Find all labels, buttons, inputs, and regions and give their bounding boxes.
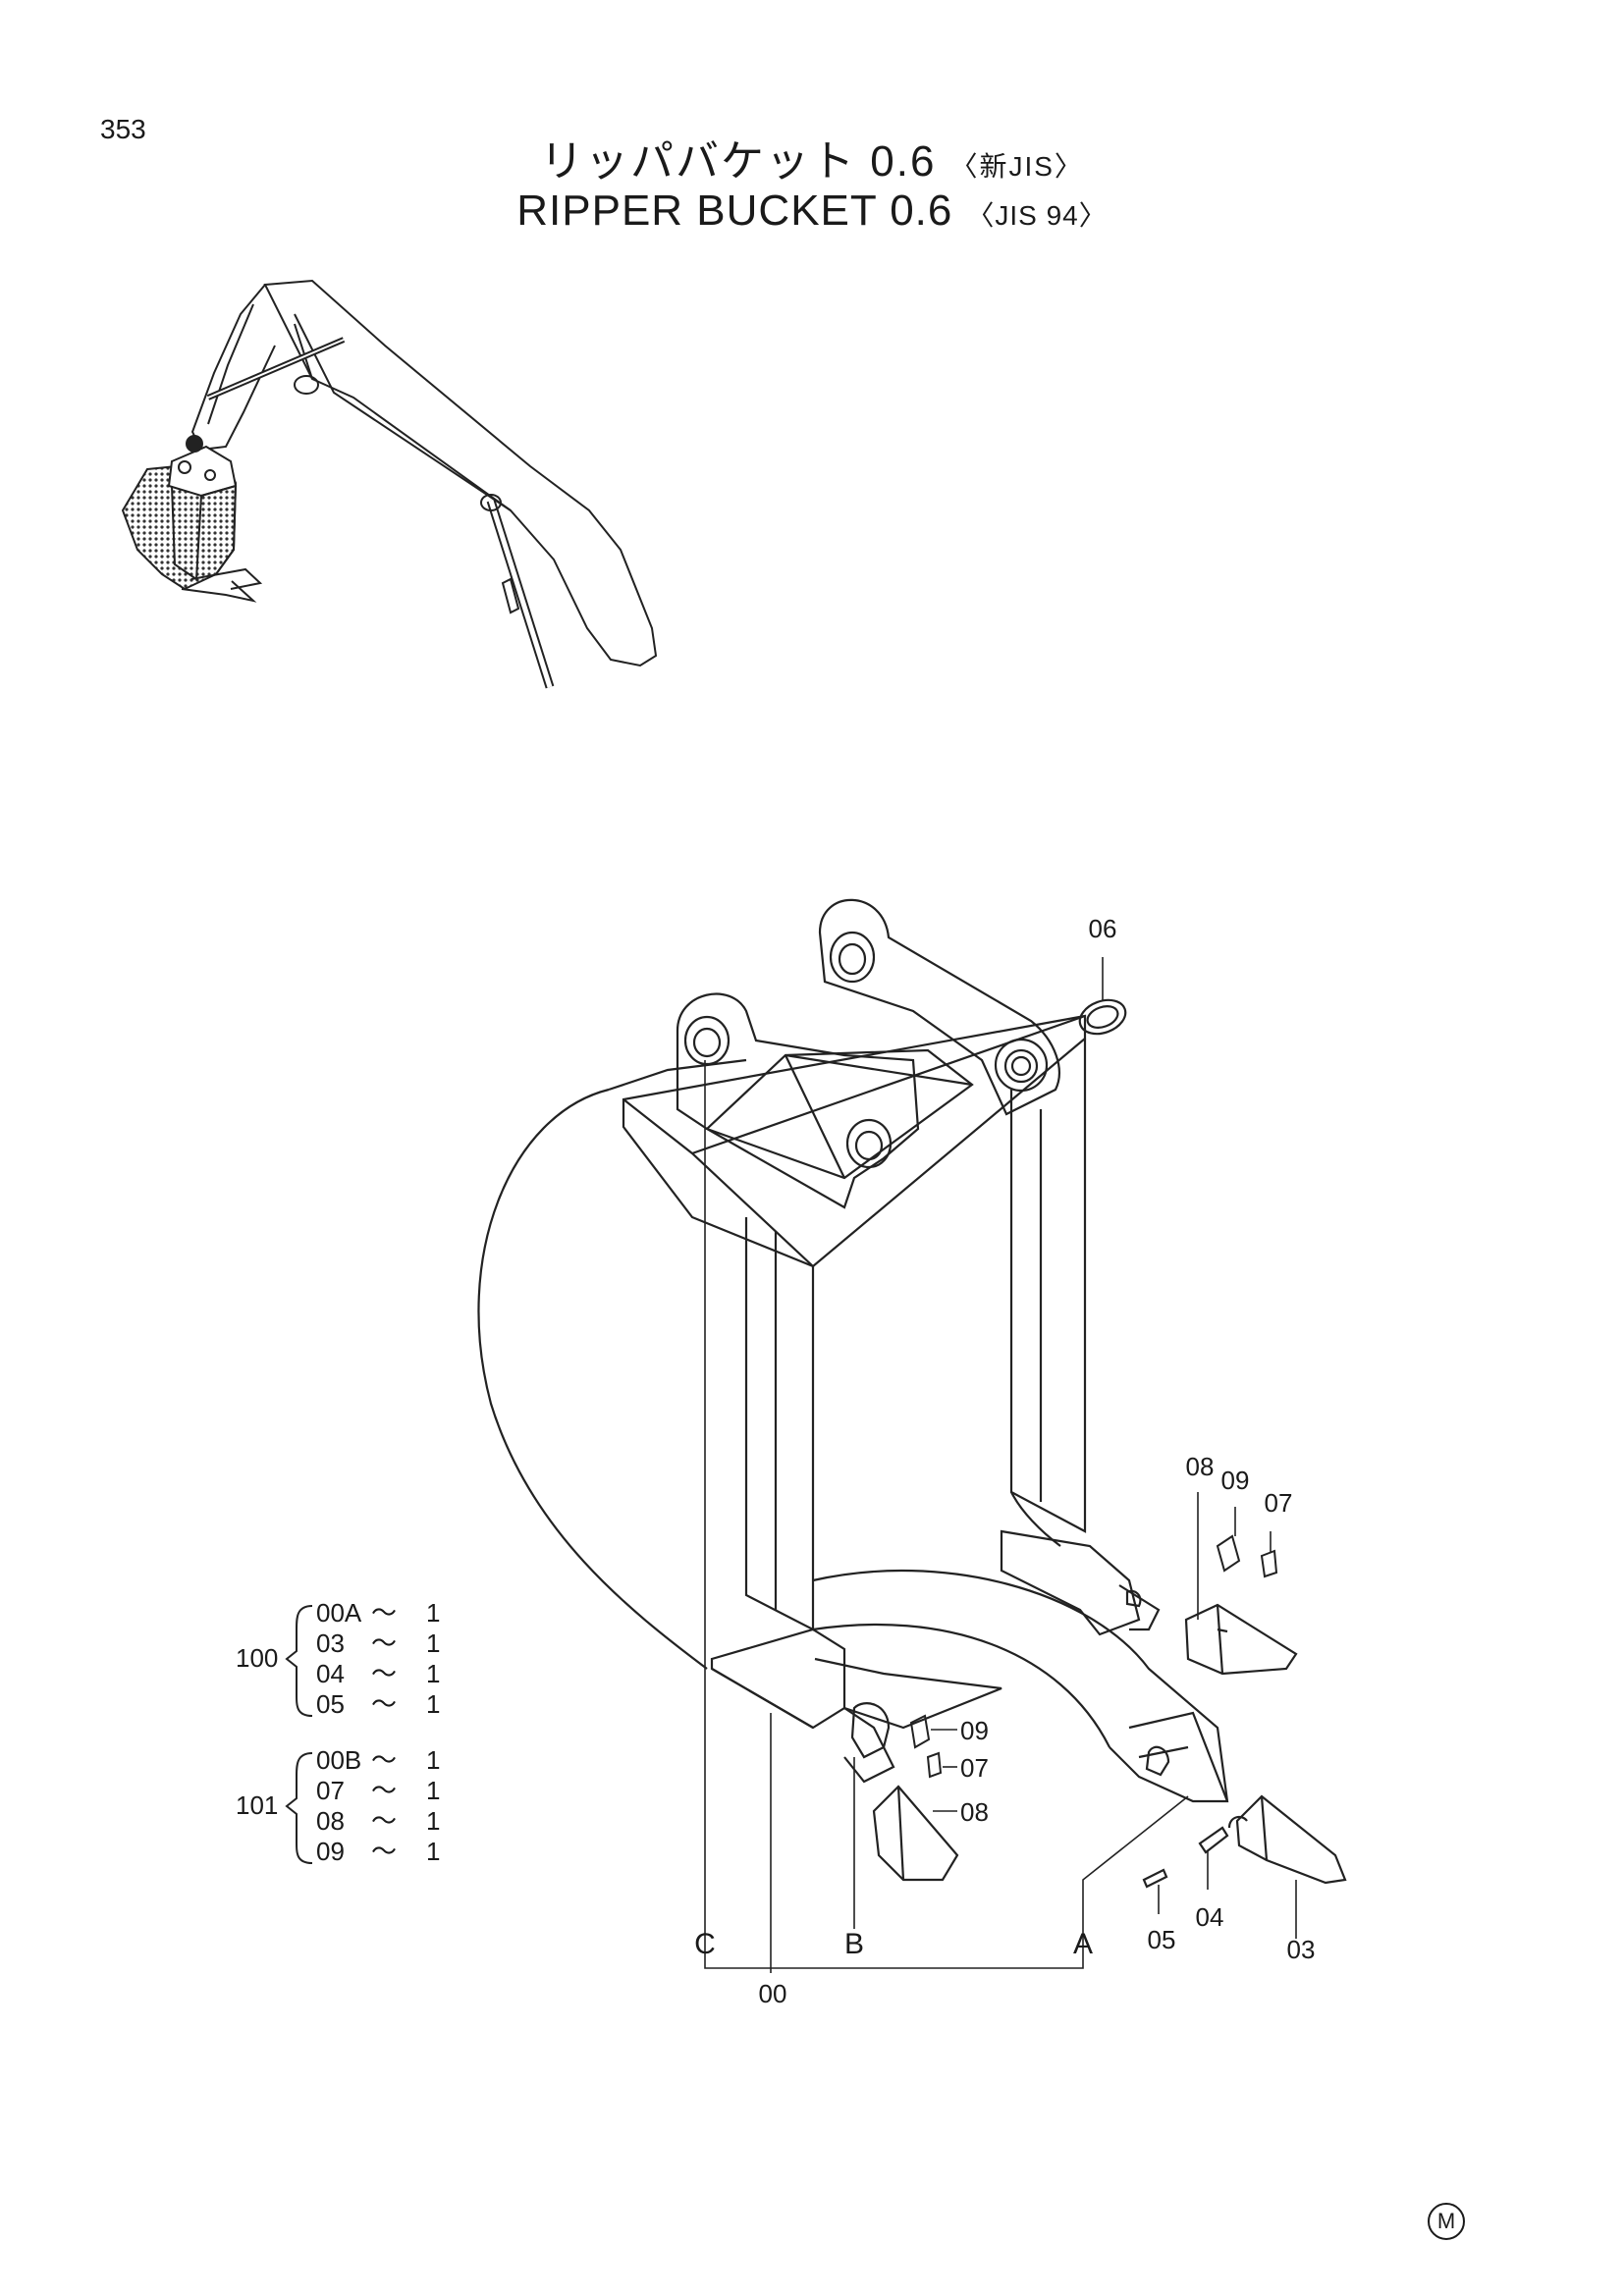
kit-part: 08 [316,1806,345,1836]
kit-part: 04 [316,1659,345,1688]
kit-part: 09 [316,1837,345,1866]
callout-09-middle: 09 [960,1716,989,1745]
kit-separator: ～ [371,1837,397,1866]
kit-separator: ～ [371,1598,397,1628]
kit-separator: ～ [371,1776,397,1805]
kit-qty: 1 [426,1806,440,1836]
tooth-point-right [1184,1603,1298,1676]
spacer-ring [1078,998,1127,1036]
title-japanese: リッパバケット 0.6 〈新JIS〉 [0,126,1624,188]
reference-letter-c: C [694,1928,716,1960]
callout-00: 00 [759,1979,787,2008]
maker-mark-icon: M [1428,2203,1465,2240]
kit-qty: 1 [426,1689,440,1719]
callout-07-middle: 07 [960,1753,989,1783]
lock-parts-middle [909,1714,943,1779]
tooth-point-middle [872,1785,959,1882]
title-english-text: RIPPER BUCKET 0.6 [516,187,953,235]
callout-05: 05 [1148,1925,1176,1954]
kit-part: 03 [316,1629,345,1658]
kit-separator: ～ [371,1659,397,1688]
leader-lines [704,957,1297,1973]
title-english-spec: 〈JIS 94〉 [966,200,1108,231]
title-japanese-spec: 〈新JIS〉 [949,151,1084,182]
kit-separator: ～ [371,1745,397,1775]
reference-letter-b: B [844,1928,864,1960]
reference-letter-a: A [1073,1928,1093,1960]
kit-qty: 1 [426,1776,440,1805]
callout-06: 06 [1089,914,1117,943]
callout-03: 03 [1287,1935,1316,1964]
kit-id: 100 [236,1643,278,1673]
kit-id: 101 [236,1790,278,1820]
kit-separator: ～ [371,1689,397,1719]
page-number: 353 [100,114,146,144]
kit-part: 00B [316,1745,361,1775]
kit-qty: 1 [426,1837,440,1866]
callout-07-right: 07 [1265,1488,1293,1518]
title-english: RIPPER BUCKET 0.6 〈JIS 94〉 [0,187,1624,236]
kit-101: 101 00B ～ 1 07 ～ 1 08 ～ 1 09 ～ 1 [236,1745,440,1866]
callout-08-middle: 08 [960,1797,989,1827]
lock-parts-right [1216,1534,1278,1578]
kit-qty: 1 [426,1629,440,1658]
ripper-bucket-drawing [477,898,1229,1803]
excavator-arm-overview [121,279,658,689]
locking-pin-small [1142,1868,1168,1889]
callout-09-right: 09 [1221,1466,1250,1495]
kit-100: 100 00A ～ 1 03 ～ 1 04 ～ 1 05 ～ 1 [236,1598,440,1719]
kit-part: 00A [316,1598,362,1628]
kit-qty: 1 [426,1745,440,1775]
kit-qty: 1 [426,1598,440,1628]
locking-pin-front [1198,1826,1229,1854]
tooth-point-front [1227,1794,1347,1885]
callout-04: 04 [1196,1902,1224,1932]
kit-separator: ～ [371,1806,397,1836]
kit-part: 05 [316,1689,345,1719]
title-japanese-text: リッパバケット 0.6 [540,137,937,186]
kit-separator: ～ [371,1629,397,1658]
kit-part: 07 [316,1776,345,1805]
callout-08-right: 08 [1186,1452,1215,1481]
kit-qty: 1 [426,1659,440,1688]
